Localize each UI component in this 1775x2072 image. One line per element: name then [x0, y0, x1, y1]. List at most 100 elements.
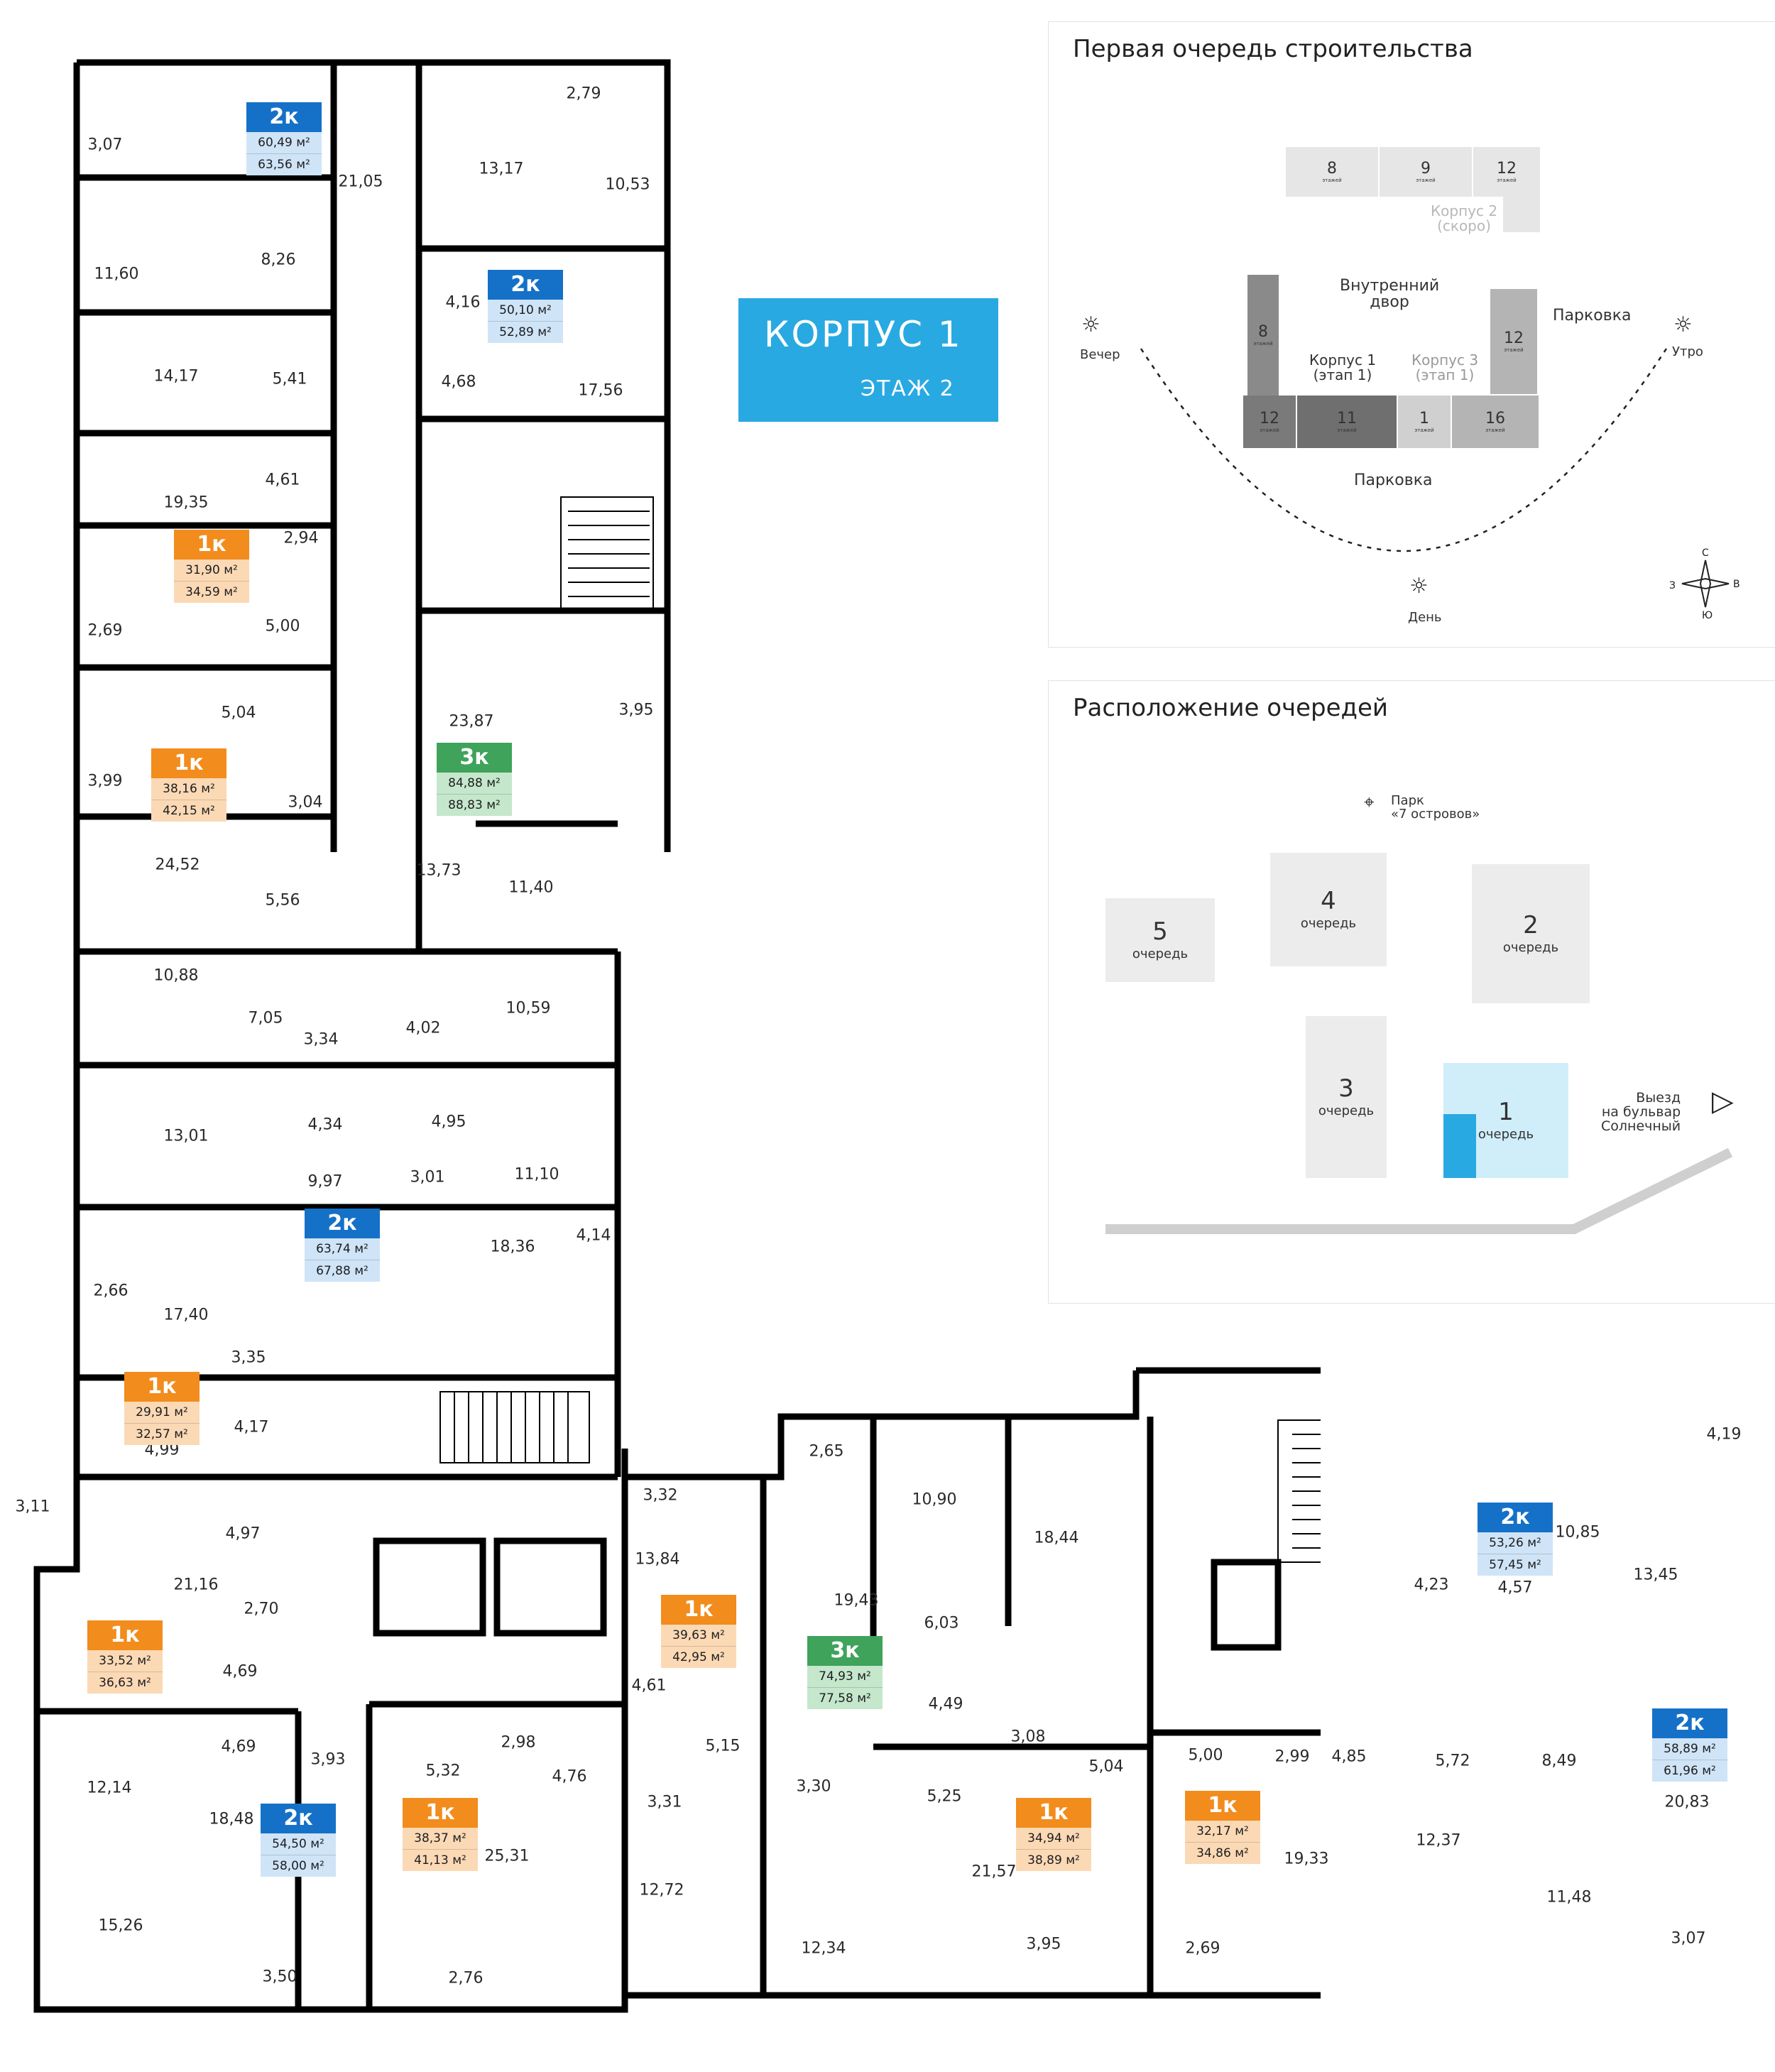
room-area-label: 4,16 [445, 293, 481, 312]
apartment-type: 1к [124, 1372, 200, 1402]
apartment-type: 3к [437, 743, 512, 773]
room-area-label: 4,61 [631, 1676, 667, 1695]
room-area-label: 4,57 [1497, 1578, 1533, 1597]
room-area-label: 4,85 [1331, 1747, 1367, 1766]
room-area-label: 2,70 [244, 1600, 279, 1618]
room-area-label: 20,83 [1664, 1793, 1710, 1811]
room-area-label: 21,05 [338, 173, 383, 191]
room-area-label: 2,76 [448, 1969, 484, 1988]
room-area-label: 10,90 [912, 1490, 957, 1509]
apartment-living-area: 38,16 м² [151, 778, 226, 800]
room-area-label: 2,69 [87, 621, 123, 640]
room-area-label: 5,00 [265, 617, 300, 636]
room-area-label: 18,44 [1034, 1529, 1079, 1547]
room-area-label: 3,93 [310, 1750, 346, 1769]
room-area-label: 4,19 [1706, 1425, 1742, 1444]
room-area-label: 17,40 [163, 1306, 209, 1324]
day-label: День [1408, 610, 1442, 625]
korpus3-label: Корпус 3 (этап 1) [1411, 351, 1479, 383]
room-area-label: 4,02 [405, 1019, 441, 1037]
apartment-total-area: 42,95 м² [661, 1647, 736, 1668]
room-area-label: 3,30 [796, 1777, 831, 1796]
compass-icon: С В Ю З [1669, 547, 1740, 621]
apartment-type: 1к [403, 1798, 478, 1828]
courtyard-label: Внутренний двор [1340, 277, 1440, 312]
room-area-label: 4,17 [234, 1418, 269, 1436]
room-area-label: 2,79 [566, 84, 601, 103]
apartment-type: 1к [174, 530, 249, 560]
apartment-living-area: 29,91 м² [124, 1402, 200, 1424]
apartment-type: 2к [261, 1804, 336, 1833]
room-area-label: 18,36 [490, 1238, 535, 1256]
korpus1-label: Корпус 1 (этап 1) [1309, 351, 1377, 383]
apartment-total-area: 32,57 м² [124, 1424, 200, 1445]
room-area-label: 18,48 [209, 1810, 254, 1828]
room-area-label: 13,45 [1633, 1566, 1678, 1584]
room-area-label: 13,01 [163, 1127, 209, 1145]
room-area-label: 5,32 [425, 1762, 461, 1780]
exit-label: Выезд на бульвар Солнечный [1601, 1090, 1681, 1134]
room-area-label: 3,95 [618, 701, 654, 719]
apartment-living-area: 58,89 м² [1652, 1738, 1727, 1760]
apartment-living-area: 38,37 м² [403, 1828, 478, 1850]
apartment-total-area: 34,86 м² [1185, 1843, 1260, 1864]
apartment-type: 1к [661, 1595, 736, 1625]
apartment-total-area: 67,88 м² [305, 1260, 380, 1282]
room-area-label: 2,99 [1274, 1747, 1310, 1766]
room-area-label: 24,52 [155, 856, 200, 874]
queue-1-highlight [1443, 1114, 1476, 1178]
room-area-label: 3,07 [1671, 1929, 1706, 1948]
apartment-total-area: 61,96 м² [1652, 1760, 1727, 1782]
corpus-badge: КОРПУС 1 ЭТАЖ 2 [738, 298, 998, 422]
apartment-type: 2к [488, 270, 563, 300]
apartment-total-area: 58,00 м² [261, 1855, 336, 1877]
room-area-label: 23,87 [449, 712, 494, 731]
room-area-label: 3,01 [410, 1168, 445, 1187]
morning-label: Утро [1672, 344, 1703, 359]
room-area-label: 5,04 [1088, 1757, 1124, 1776]
room-area-label: 17,56 [578, 381, 623, 400]
apartment-living-area: 50,10 м² [488, 300, 563, 322]
evening-label: Вечер [1080, 347, 1120, 362]
room-area-label: 19,35 [163, 494, 209, 512]
apartment-living-area: 39,63 м² [661, 1625, 736, 1647]
day-sun-icon: ☼ [1409, 574, 1429, 599]
block-korpus2-leg [1503, 197, 1540, 232]
room-area-label: 4,97 [225, 1525, 261, 1543]
apartment-type: 2к [1652, 1708, 1727, 1738]
location-pin-icon: ⌖ [1364, 792, 1375, 813]
room-area-label: 5,00 [1188, 1746, 1223, 1765]
park-label: Парк «7 островов» [1391, 793, 1480, 822]
room-area-label: 12,34 [801, 1939, 846, 1958]
apartment-total-area: 42,15 м² [151, 800, 226, 822]
apartment-type: 3к [807, 1636, 883, 1666]
evening-sun-icon: ☼ [1081, 312, 1100, 337]
panel1-title: Первая очередь строительства [1073, 35, 1473, 63]
room-area-label: 3,35 [231, 1348, 266, 1367]
room-area-label: 2,98 [501, 1733, 536, 1752]
morning-sun-icon: ☼ [1673, 312, 1693, 337]
parking-right-label: Парковка [1553, 307, 1632, 325]
apartment-living-area: 60,49 м² [246, 132, 322, 154]
room-area-label: 3,07 [87, 136, 123, 154]
